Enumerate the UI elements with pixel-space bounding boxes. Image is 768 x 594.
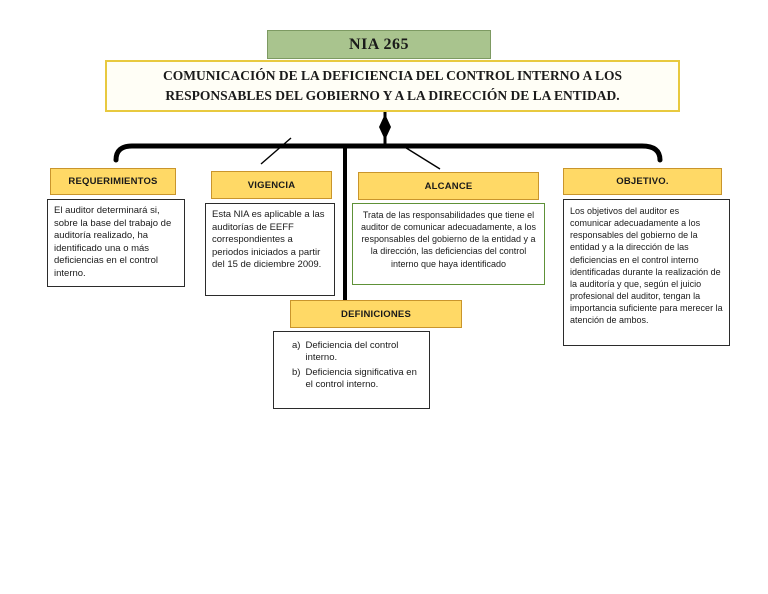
definiciones-item-b-marker: b) bbox=[292, 366, 301, 378]
definiciones-header-label: DEFINICIONES bbox=[341, 308, 411, 320]
root-node-label: NIA 265 bbox=[349, 35, 409, 53]
subtitle-node: COMUNICACIÓN DE LA DEFICIENCIA DEL CONTR… bbox=[105, 60, 680, 112]
definiciones-item-a-text: Deficiencia del control interno. bbox=[305, 340, 399, 364]
alcance-connector-line bbox=[402, 145, 441, 170]
definiciones-item-b: b) Deficiencia significativa en el contr… bbox=[292, 367, 423, 392]
root-node: NIA 265 bbox=[267, 30, 491, 59]
vigencia-body: Esta NIA es aplicable a las auditorías d… bbox=[205, 203, 335, 296]
objetivo-body: Los objetivos del auditor es comunicar a… bbox=[563, 199, 730, 346]
vigencia-connector-line bbox=[260, 137, 292, 165]
vigencia-header-label: VIGENCIA bbox=[247, 179, 296, 191]
objetivo-header-label: OBJETIVO. bbox=[616, 176, 669, 187]
alcance-body-text: Trata de las responsabilidades que tiene… bbox=[360, 210, 537, 269]
requerimientos-header: REQUERIMIENTOS bbox=[50, 168, 176, 195]
definiciones-item-a-marker: a) bbox=[292, 340, 301, 351]
vigencia-body-text: Esta NIA es aplicable a las auditorías d… bbox=[212, 209, 325, 271]
definiciones-item-b-text: Deficiencia significativa en el control … bbox=[305, 366, 417, 391]
requerimientos-body-text: El auditor determinará si, sobre la base… bbox=[54, 205, 172, 279]
alcance-body: Trata de las responsabilidades que tiene… bbox=[352, 203, 545, 285]
alcance-header: ALCANCE bbox=[358, 172, 539, 200]
definiciones-header: DEFINICIONES bbox=[290, 300, 462, 328]
alcance-header-label: ALCANCE bbox=[424, 180, 473, 192]
stem-diamond-node bbox=[379, 114, 391, 140]
definiciones-body: a) Deficiencia del control interno. b) D… bbox=[273, 331, 430, 409]
subtitle-text: COMUNICACIÓN DE LA DEFICIENCIA DEL CONTR… bbox=[162, 67, 623, 103]
requerimientos-header-label: REQUERIMIENTOS bbox=[68, 176, 158, 187]
objetivo-header: OBJETIVO. bbox=[563, 168, 722, 195]
vigencia-header: VIGENCIA bbox=[211, 171, 332, 199]
objetivo-body-text: Los objetivos del auditor es comunicar a… bbox=[570, 206, 723, 326]
requerimientos-body: El auditor determinará si, sobre la base… bbox=[47, 199, 185, 287]
definiciones-item-a: a) Deficiencia del control interno. bbox=[292, 340, 423, 365]
bracket-line bbox=[113, 143, 663, 163]
